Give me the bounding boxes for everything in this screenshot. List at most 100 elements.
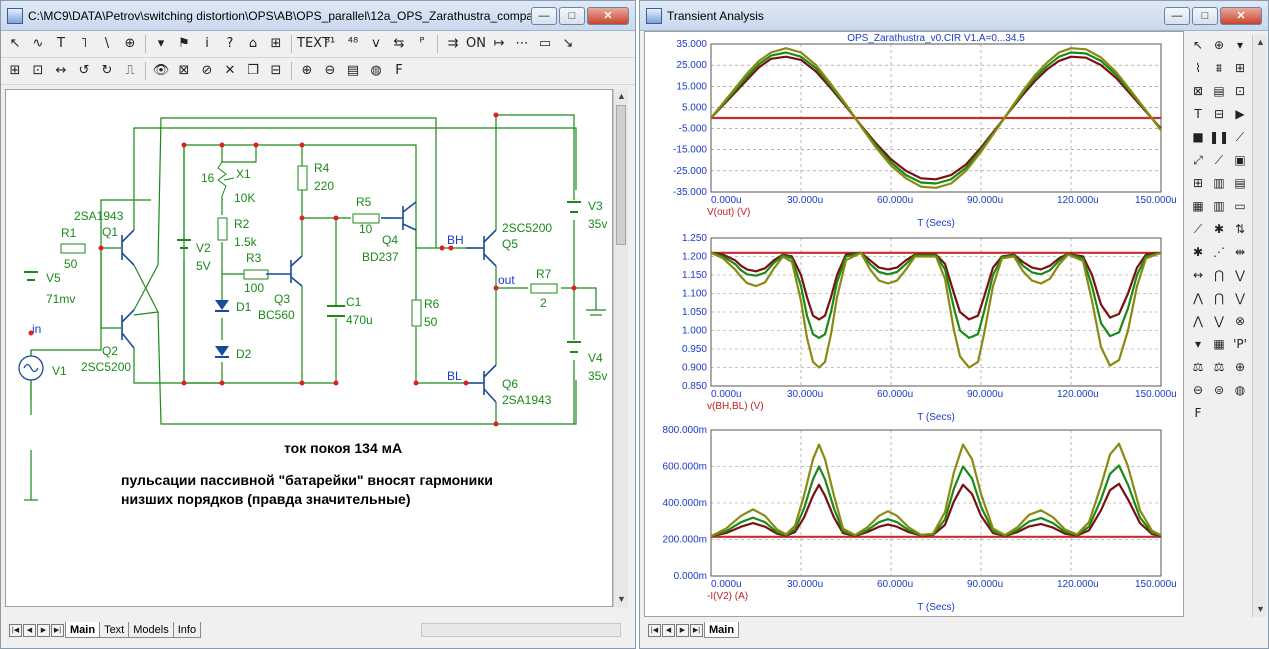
analysis-tool-17-icon[interactable]: ▣ — [1234, 153, 1246, 167]
scroll-down-icon[interactable]: ▼ — [1256, 604, 1265, 614]
analysis-tool-48-icon[interactable]: F — [1194, 406, 1202, 420]
scroll-up-icon[interactable]: ▲ — [617, 91, 626, 101]
analysis-tool-40-icon[interactable]: ▦ — [1213, 337, 1225, 351]
minimize-button[interactable]: — — [1164, 6, 1190, 25]
diagonal-wire-icon[interactable]: \ — [104, 36, 110, 51]
schematic-edit-tool-0-icon[interactable]: ⊞ — [9, 63, 21, 78]
analysis-tool-1-icon[interactable]: ⊕ — [1213, 38, 1225, 52]
analysis-tool-37-icon[interactable]: ⋁ — [1214, 314, 1224, 328]
analysis-tool-32-icon[interactable]: ⋁ — [1235, 268, 1245, 282]
analysis-tool-31-icon[interactable]: ⋂ — [1214, 268, 1224, 282]
probe-icon[interactable]: ⌂ — [248, 36, 258, 51]
close-button[interactable]: ✕ — [587, 6, 629, 25]
tab-main[interactable]: Main — [704, 622, 740, 638]
analysis-tool-13-icon[interactable]: ❚❚ — [1209, 130, 1230, 144]
analysis-tool-16-icon[interactable]: ⟋ — [1214, 153, 1224, 167]
wire-icon[interactable]: ∿ — [32, 36, 44, 51]
info-icon[interactable]: ⚑ — [178, 36, 190, 51]
schematic-edit-tool-16-icon[interactable]: F — [395, 63, 403, 78]
tab-first-icon[interactable]: |◀ — [9, 623, 22, 637]
analysis-tool-9-icon[interactable]: T — [1194, 107, 1202, 121]
help-icon[interactable]: i — [205, 36, 209, 51]
schematic-vertical-scrollbar[interactable]: ▲ ▼ — [613, 89, 628, 607]
pins-icon[interactable]: ⊕ — [124, 36, 136, 51]
analysis-vertical-scrollbar[interactable]: ▲ ▼ — [1252, 35, 1267, 617]
analysis-tool-6-icon[interactable]: ⊠ — [1192, 84, 1204, 98]
tab-prev-icon[interactable]: ◀ — [662, 623, 675, 637]
tab-models[interactable]: Models — [128, 622, 174, 638]
maximize-button[interactable]: □ — [559, 6, 585, 25]
analysis-tool-24-icon[interactable]: ⟋ — [1193, 222, 1203, 236]
analysis-tool-20-icon[interactable]: ▤ — [1234, 176, 1246, 190]
analysis-tool-22-icon[interactable]: ▥ — [1213, 199, 1225, 213]
current-icon[interactable]: ⁴⁸ — [347, 36, 359, 51]
schematic-main-tool-23-icon[interactable]: ↘ — [562, 36, 574, 51]
analysis-tool-12-icon[interactable]: ■ — [1192, 130, 1204, 144]
tab-next-icon[interactable]: ▶ — [676, 623, 689, 637]
voltage-icon[interactable]: ⁸¹ — [324, 36, 336, 51]
analysis-tool-10-icon[interactable]: ⊟ — [1213, 107, 1225, 121]
condition-icon[interactable]: ⇆ — [393, 36, 405, 51]
analysis-tool-7-icon[interactable]: ▤ — [1213, 84, 1225, 98]
schematic-edit-tool-12-icon[interactable]: ⊕ — [301, 63, 313, 78]
schematic-edit-tool-10-icon[interactable]: ❐ — [247, 63, 259, 78]
power-icon[interactable]: ⅴ — [372, 36, 380, 51]
transient-title-bar[interactable]: Transient Analysis — □ ✕ — [640, 1, 1268, 31]
analysis-tool-28-icon[interactable]: ⋰ — [1213, 245, 1225, 259]
analysis-tool-29-icon[interactable]: ⇹ — [1234, 245, 1246, 259]
maximize-button[interactable]: □ — [1192, 6, 1218, 25]
schematic-edit-tool-6-icon[interactable]: 👁 — [152, 63, 170, 78]
analysis-tool-14-icon[interactable]: ⟋ — [1235, 130, 1245, 144]
schematic-edit-tool-5-icon[interactable]: ⎍ — [125, 63, 135, 78]
tab-info[interactable]: Info — [172, 622, 202, 638]
analysis-tool-19-icon[interactable]: ▥ — [1213, 176, 1225, 190]
text-label-icon[interactable]: ⊞ — [270, 36, 282, 51]
text-tool-icon[interactable]: T — [57, 36, 65, 51]
grid-icon[interactable]: ⇉ — [447, 36, 459, 51]
scroll-thumb[interactable] — [616, 105, 626, 245]
schematic-edit-tool-13-icon[interactable]: ⊖ — [324, 63, 336, 78]
analysis-tool-45-icon[interactable]: ⊖ — [1192, 383, 1204, 397]
analysis-tool-27-icon[interactable]: ✱ — [1192, 245, 1204, 259]
bus-icon[interactable]: ON — [466, 36, 486, 51]
schematic-horizontal-scrollbar[interactable] — [421, 623, 621, 637]
analysis-tool-43-icon[interactable]: ⚖ — [1213, 360, 1225, 374]
schematic-edit-tool-11-icon[interactable]: ⊟ — [270, 63, 282, 78]
component-icon[interactable]: ? — [226, 36, 234, 51]
analysis-tool-11-icon[interactable]: ▶ — [1235, 107, 1245, 121]
analysis-tool-23-icon[interactable]: ▭ — [1234, 199, 1246, 213]
tab-main[interactable]: Main — [65, 622, 101, 638]
analysis-tool-0-icon[interactable]: ↖ — [1192, 38, 1204, 52]
analysis-tool-4-icon[interactable]: ⩩ — [1215, 61, 1223, 75]
minimize-button[interactable]: — — [531, 6, 557, 25]
analysis-tool-21-icon[interactable]: ▦ — [1192, 199, 1204, 213]
scroll-down-icon[interactable]: ▼ — [617, 594, 626, 604]
analysis-tool-8-icon[interactable]: ⊡ — [1234, 84, 1246, 98]
schematic-edit-tool-1-icon[interactable]: ⊡ — [32, 63, 44, 78]
analysis-tool-2-icon[interactable]: ▾ — [1236, 38, 1244, 52]
analysis-tool-30-icon[interactable]: ↔ — [1192, 268, 1204, 282]
schematic-edit-tool-8-icon[interactable]: ⊘ — [201, 63, 213, 78]
pin-connections-icon[interactable]: ᴾ — [419, 36, 425, 51]
analysis-tool-46-icon[interactable]: ⊜ — [1213, 383, 1225, 397]
tab-last-icon[interactable]: ▶| — [51, 623, 64, 637]
analysis-tool-47-icon[interactable]: ◍ — [1234, 383, 1246, 397]
analysis-tool-42-icon[interactable]: ⚖ — [1192, 360, 1204, 374]
schematic-edit-tool-9-icon[interactable]: ✕ — [224, 63, 236, 78]
schematic-canvas[interactable]: R1 50 V5 71mv V1 2SA1943 Q1 Q2 2SC5200 V… — [5, 89, 613, 607]
analysis-tool-33-icon[interactable]: ⋀ — [1193, 291, 1203, 305]
schematic-main-tool-21-icon[interactable]: ⋯ — [515, 36, 529, 51]
analysis-tool-34-icon[interactable]: ⋂ — [1214, 291, 1224, 305]
analysis-tool-41-icon[interactable]: 'P' — [1233, 337, 1247, 351]
schematic-edit-tool-4-icon[interactable]: ↻ — [101, 63, 113, 78]
analysis-tool-3-icon[interactable]: ⌇ — [1195, 61, 1201, 75]
scroll-up-icon[interactable]: ▲ — [1256, 37, 1265, 47]
tab-first-icon[interactable]: |◀ — [648, 623, 661, 637]
schematic-edit-tool-2-icon[interactable]: ↔ — [55, 63, 67, 78]
analysis-tool-39-icon[interactable]: ▾ — [1194, 337, 1202, 351]
tab-prev-icon[interactable]: ◀ — [23, 623, 36, 637]
flag-icon[interactable]: ▾ — [157, 36, 165, 51]
tab-next-icon[interactable]: ▶ — [37, 623, 50, 637]
close-button[interactable]: ✕ — [1220, 6, 1262, 25]
